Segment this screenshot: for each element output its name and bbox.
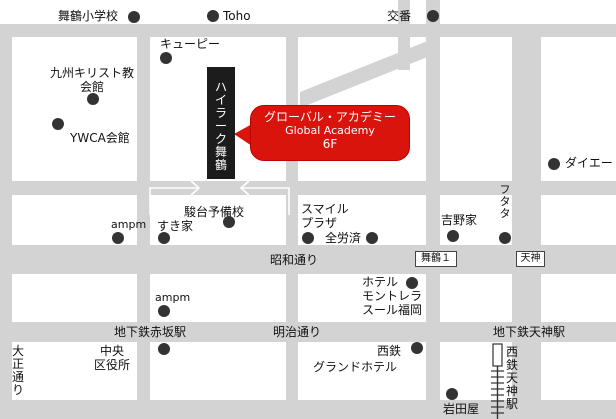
marker-ywca — [52, 118, 64, 130]
marker-school — [128, 11, 140, 23]
callout-name-en: Global Academy — [285, 124, 375, 137]
road-v3 — [426, 0, 440, 419]
label-ampm-2: ampm — [155, 291, 191, 304]
label-hotel-2: モントレラ — [362, 289, 423, 303]
label-futata: フタタ — [499, 183, 511, 220]
street-label-meiji: 明治通り — [273, 325, 322, 339]
callout-floor: 6F — [322, 137, 338, 151]
label-ampm-1: ampm — [111, 218, 147, 231]
label-ywca: YWCA会館 — [70, 131, 130, 145]
label-daiei: ダイエー — [565, 156, 613, 170]
street-label-taisho: 大正通り — [11, 344, 24, 397]
callout-pointer — [234, 124, 252, 146]
marker-koban — [427, 10, 439, 22]
road-v1 — [137, 24, 150, 419]
label-hotel-1: ホテル — [362, 275, 399, 289]
label-hotel-3: スール福岡 — [362, 303, 423, 317]
intersection-box-maizuru1: 舞鶴１ — [415, 251, 457, 267]
marker-chuo — [158, 343, 170, 355]
station-label-tenjin: 地下鉄天神駅 — [493, 325, 566, 339]
road-taisho — [0, 24, 12, 419]
road-bottom — [0, 400, 616, 419]
destination-building: ハイラーク舞鶴 — [207, 67, 235, 179]
road-v2 — [286, 24, 298, 419]
marker-kewpie — [160, 52, 172, 64]
label-kyushu-church-1: 九州キリスト教 — [49, 66, 134, 80]
road-diagonal — [300, 36, 440, 108]
station-label-nishitetsu: 西鉄天神駅 — [505, 345, 518, 411]
marker-yoshinoya — [447, 230, 459, 242]
road-meiji — [0, 322, 616, 342]
label-nishitetsu-hotel-1: 西鉄 — [377, 344, 402, 358]
marker-sundai — [223, 216, 235, 228]
label-kewpie: キューピー — [160, 37, 221, 51]
label-koban: 交番 — [387, 9, 412, 23]
label-chuo-1: 中央 — [99, 344, 124, 358]
label-kyushu-church-2: 会館 — [79, 80, 104, 94]
road-upper-middle — [0, 181, 616, 195]
label-iwataya: 岩田屋 — [443, 402, 480, 416]
marker-daiei — [548, 158, 560, 170]
street-label-showa: 昭和通り — [270, 253, 319, 267]
marker-ampm-1 — [112, 232, 124, 244]
label-sukiya: すき家 — [157, 219, 194, 233]
label-chuo-2: 区役所 — [93, 358, 130, 372]
label-yoshinoya: 吉野家 — [441, 213, 478, 227]
marker-ampm-2 — [158, 305, 170, 317]
marker-toho — [207, 10, 219, 22]
marker-smile-plaza — [302, 232, 314, 244]
marker-zenrosai — [366, 232, 378, 244]
railway-nishitetsu — [491, 343, 504, 419]
marker-hotel — [406, 277, 418, 289]
marker-sukiya — [158, 232, 170, 244]
destination-callout: グローバル・アカデミー Global Academy 6F — [250, 105, 410, 161]
marker-futata — [499, 232, 511, 244]
label-toho: Toho — [223, 9, 251, 23]
label-school: 舞鶴小学校 — [58, 9, 119, 23]
label-sundai: 駿台予備校 — [184, 205, 245, 219]
road-top — [0, 24, 616, 37]
label-nishitetsu-hotel-2: グランドホテル — [313, 360, 398, 374]
label-zenrosai: 全労済 — [325, 231, 362, 245]
road-v4 — [512, 24, 541, 419]
intersection-box-tenjin: 天神 — [516, 251, 545, 267]
one-way-arrows — [149, 180, 290, 215]
station-label-akasaka: 地下鉄赤坂駅 — [114, 325, 187, 339]
marker-kyushu-church — [87, 93, 99, 105]
label-smile-plaza-2: プラザ — [301, 216, 338, 230]
marker-nishitetsu-hotel — [411, 342, 423, 354]
callout-name-jp: グローバル・アカデミー — [264, 110, 396, 124]
marker-iwataya — [446, 388, 458, 400]
label-smile-plaza-1: スマイル — [301, 202, 349, 216]
